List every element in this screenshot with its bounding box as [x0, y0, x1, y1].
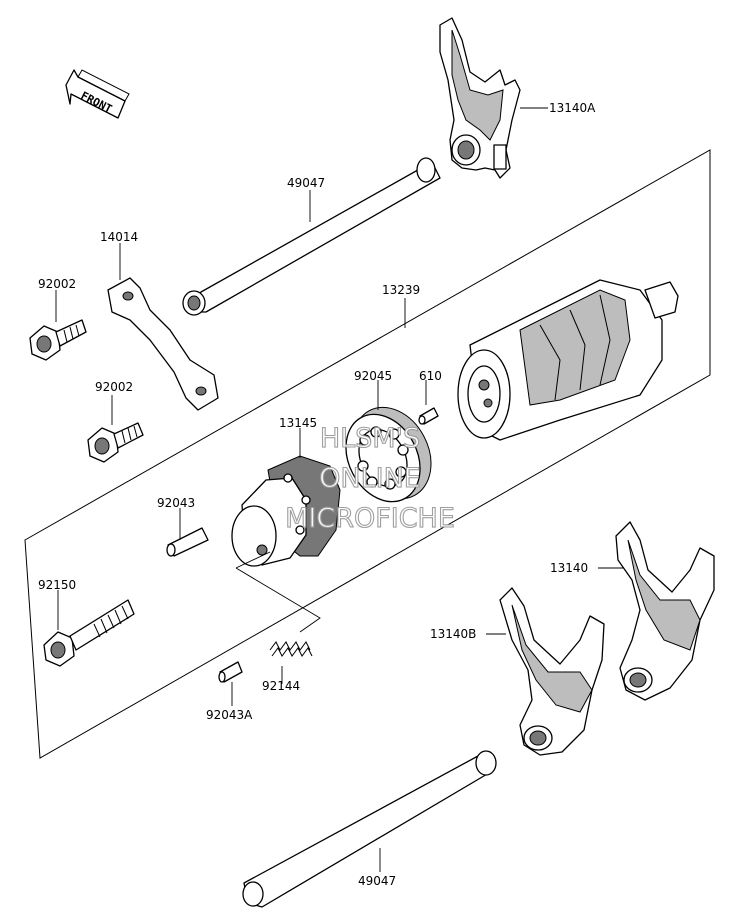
part-label-92002-upper: 92002: [38, 277, 76, 291]
part-label-13145: 13145: [279, 416, 317, 430]
shift-drum-13239-part: [457, 279, 679, 441]
shaft-top-part: [182, 157, 441, 316]
spring-92144-part: [269, 641, 313, 657]
part-label-49047-bottom: 49047: [358, 874, 396, 888]
part-label-13140a: 13140A: [549, 101, 596, 115]
part-label-14014: 14014: [100, 230, 138, 244]
pin-92043a-part: [218, 661, 243, 683]
part-label-92002-lower: 92002: [95, 380, 133, 394]
bolt-92002-lower-part: [87, 422, 144, 463]
part-label-92150: 92150: [38, 578, 76, 592]
plate-14014-part: [107, 277, 219, 411]
watermark: HLSM'S ONLINE MICROFICHE: [285, 422, 456, 534]
bearing-92045-part: [345, 406, 432, 503]
part-label-13140b: 13140B: [430, 627, 476, 641]
part-number-labels: 13140A 49047 14014 92002 92002 13239 920…: [38, 101, 596, 888]
part-label-92045: 92045: [354, 369, 392, 383]
watermark-line-3: MICROFICHE: [285, 503, 455, 534]
watermark-line-2: ONLINE: [319, 463, 421, 494]
leader-lines: [55, 107, 624, 872]
pin-610-part: [418, 407, 439, 425]
subassembly-frame: [24, 149, 711, 759]
part-label-92144: 92144: [262, 679, 300, 693]
fork-13140a-part: [439, 17, 521, 179]
fork-13140-part: [615, 521, 715, 701]
part-label-92043a: 92043A: [206, 708, 253, 722]
pin-92043-part: [166, 527, 209, 557]
part-label-92043: 92043: [157, 496, 195, 510]
part-label-49047-top: 49047: [287, 176, 325, 190]
part-label-13239: 13239: [382, 283, 420, 297]
bolt-92150-part: [43, 599, 135, 667]
part-label-13140: 13140: [550, 561, 588, 575]
front-arrow-icon: FRONT: [65, 69, 130, 119]
bolt-92002-upper-part: [29, 319, 87, 361]
fork-13140b-part: [499, 587, 605, 756]
shaft-bottom-part: [242, 750, 497, 908]
holder-13145-part: [231, 455, 341, 567]
part-label-610: 610: [419, 369, 442, 383]
watermark-line-1: HLSM'S: [320, 423, 420, 454]
